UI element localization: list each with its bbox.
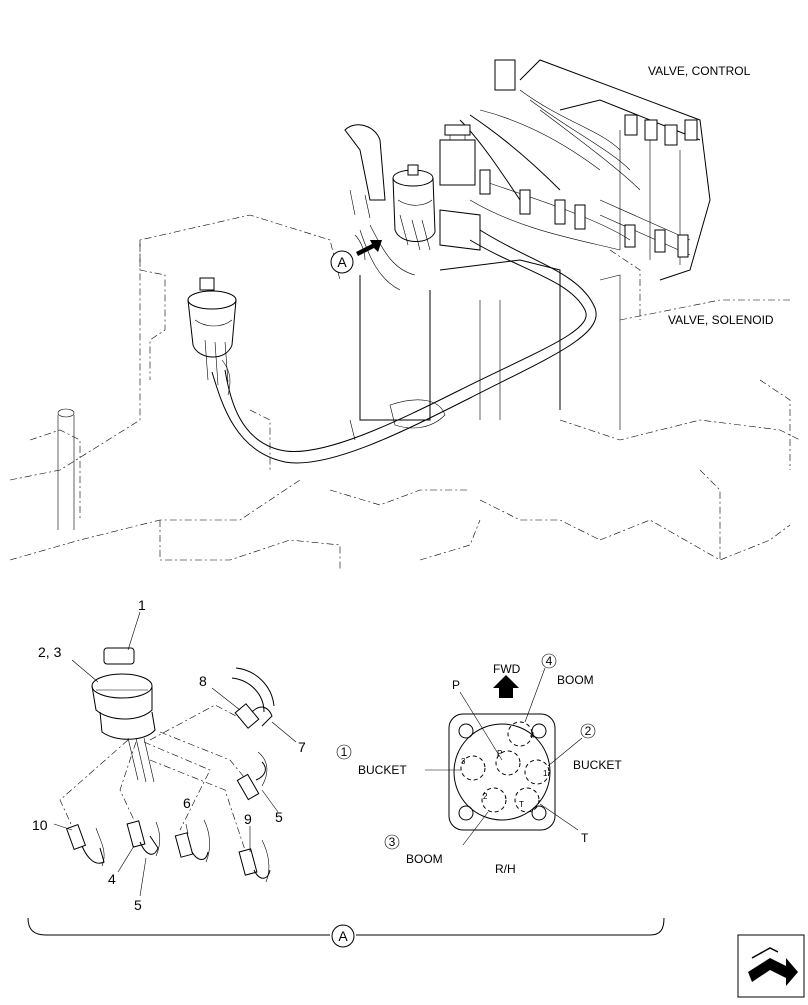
callout-5-right: 5	[275, 809, 283, 825]
arrow-icon	[356, 240, 382, 256]
fitting-10	[65, 823, 105, 867]
label-valve-control: VALVE, CONTROL	[648, 64, 751, 78]
port-2: 2	[483, 792, 488, 801]
view-a-pointer: A	[330, 240, 382, 274]
fitting-8-7	[231, 667, 275, 729]
fitting-9	[238, 839, 271, 883]
joystick-valve-right	[344, 124, 481, 251]
callout-10: 10	[32, 817, 48, 833]
circle-num-2: 2	[585, 724, 592, 738]
exploded-view: 1 2, 3 8 7 5 6 9 10 4 5	[32, 597, 306, 913]
view-a-letter: A	[337, 254, 347, 270]
fitting-6	[174, 819, 210, 863]
callout-1: 1	[138, 597, 146, 613]
callout-6: 6	[183, 795, 191, 811]
navigation-icon[interactable]	[737, 934, 805, 998]
view-a-bottom-letter: A	[338, 928, 348, 944]
port-t: T	[519, 800, 524, 809]
label-valve-solenoid: VALVE, SOLENOID	[668, 313, 774, 327]
fitting-5	[236, 751, 268, 801]
label-rh: R/H	[495, 862, 516, 876]
label-p: P	[452, 678, 460, 692]
label-bucket-left: BUCKET	[358, 763, 407, 777]
view-a-brace: A	[27, 917, 665, 948]
port-1: 1	[543, 769, 548, 778]
hose-bundle	[211, 109, 631, 464]
label-fwd: FWD	[493, 662, 521, 676]
port-3: 3	[461, 757, 466, 766]
fitting-4	[126, 820, 161, 857]
label-boom-bottom: BOOM	[406, 852, 443, 866]
callout-4: 4	[108, 871, 116, 887]
fwd-arrow-icon	[493, 675, 519, 698]
machine-frame	[9, 214, 801, 570]
port-4: 4	[530, 731, 535, 740]
callout-7: 7	[298, 739, 306, 755]
port-p: P	[497, 749, 502, 758]
callout-9: 9	[244, 811, 252, 827]
callout-8: 8	[199, 673, 207, 689]
label-boom-top: BOOM	[557, 673, 594, 687]
port-pattern-diagram: 4 P 3 1 2 T FWD 4 2 1 3 BOOM BUCKET BUCK…	[336, 653, 622, 876]
circle-num-4: 4	[546, 654, 553, 668]
circle-num-1: 1	[341, 745, 348, 759]
callout-2-3: 2, 3	[38, 644, 62, 660]
label-bucket-right: BUCKET	[573, 758, 622, 772]
circle-num-3: 3	[389, 835, 396, 849]
callout-5-bottom: 5	[134, 897, 142, 913]
control-valve-bank	[494, 59, 711, 281]
label-t: T	[581, 831, 589, 845]
joystick-valve-left	[187, 277, 237, 396]
view-a-circle	[330, 250, 354, 274]
